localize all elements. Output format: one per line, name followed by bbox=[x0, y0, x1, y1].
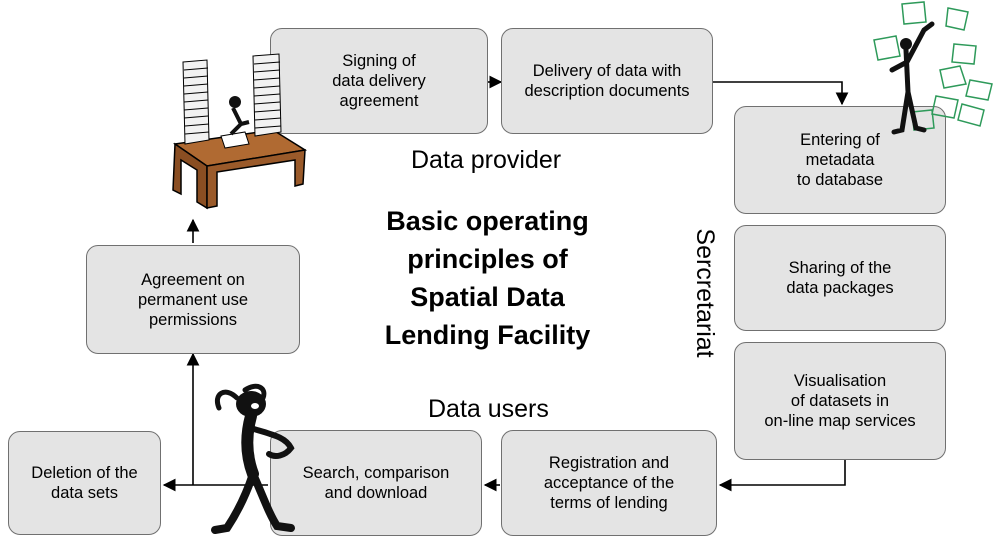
thinking-person-icon bbox=[211, 383, 295, 534]
box-visualisation: Visualisation of datasets in on-line map… bbox=[734, 342, 946, 460]
box-delivery: Delivery of data with description docume… bbox=[501, 28, 713, 134]
arrow-visualisation-to-registration bbox=[718, 460, 846, 492]
box-entering: Entering of metadata to database bbox=[734, 106, 946, 214]
label-secretariat: Sercretariat bbox=[691, 228, 719, 358]
box-search: Search, comparison and download bbox=[270, 430, 482, 536]
label-data-users: Data users bbox=[428, 395, 549, 423]
diagram-title: Basic operating principles of Spatial Da… bbox=[384, 206, 591, 350]
label-data-provider: Data provider bbox=[411, 146, 562, 174]
arrow-delivery-to-entering bbox=[713, 81, 849, 106]
box-agreement: Agreement on permanent use permissions bbox=[86, 245, 300, 354]
desk-with-paper-stacks-icon bbox=[172, 53, 308, 210]
person-throwing-papers-icon bbox=[873, 1, 993, 135]
box-registration: Registration and acceptance of the terms… bbox=[501, 430, 717, 536]
box-deletion: Deletion of the data sets bbox=[8, 431, 161, 535]
box-sharing: Sharing of the data packages bbox=[734, 225, 946, 331]
